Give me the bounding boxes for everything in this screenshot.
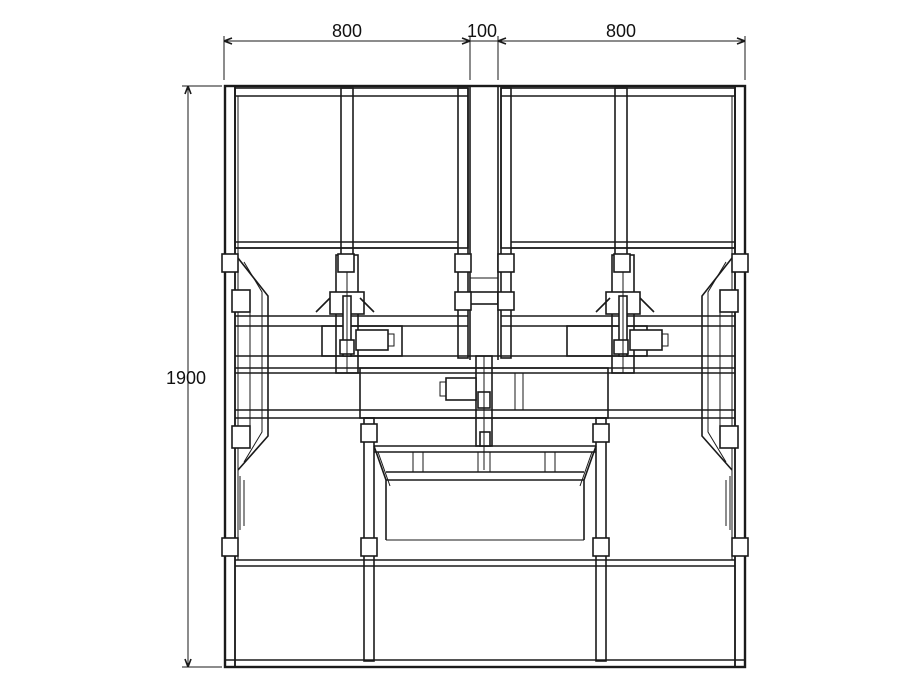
upper-right-bay [500,87,736,359]
dimension-lines [182,36,746,668]
outer-frame [223,84,747,669]
dim-height: 1900 [166,368,206,388]
lower-bays [235,470,735,567]
central-column [469,86,499,360]
dim-right-width: 800 [606,21,636,41]
dim-left-width: 800 [332,21,362,41]
side-verticals [224,85,746,668]
left-chute [231,257,269,471]
dim-center-gap: 100 [467,21,497,41]
upper-left-bay [234,87,469,359]
right-gantry [595,254,669,374]
right-chute [701,257,739,471]
left-gantry [315,254,395,374]
